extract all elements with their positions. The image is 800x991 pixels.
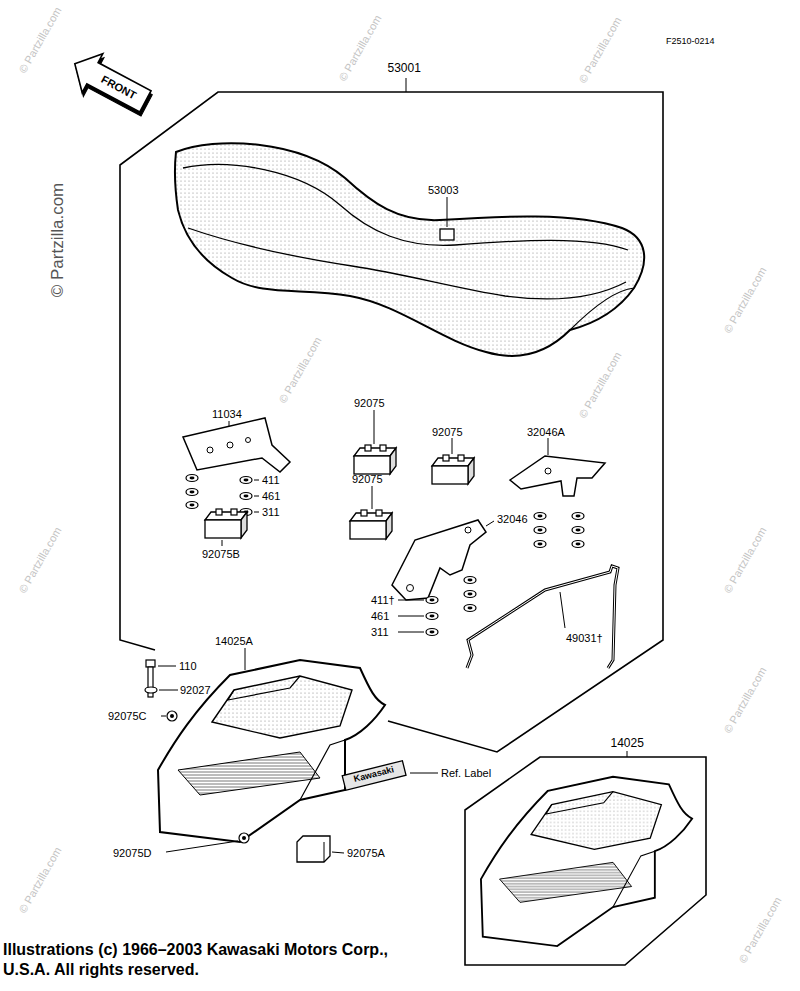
- part-number: 92027: [180, 684, 211, 696]
- watermark: © Partzilla.com: [736, 895, 784, 965]
- part-number: 92075C: [108, 710, 147, 722]
- part-number: 411: [262, 474, 280, 486]
- part-number: 32046A: [527, 426, 565, 438]
- part-number: 110: [179, 660, 197, 672]
- watermark: © Partzilla.com: [336, 13, 384, 83]
- node-outline: [460, 734, 710, 970]
- watermark: © Partzilla.com: [721, 525, 769, 595]
- part-number: 311: [371, 626, 389, 638]
- drawing-code: F2510-0214: [666, 37, 715, 47]
- part-number: 53001: [388, 62, 421, 75]
- assembly-frame: 14025: [460, 734, 710, 970]
- part-number: 32046: [497, 513, 528, 525]
- part-number: 49031†: [566, 632, 603, 644]
- front-arrow: FRONT: [63, 42, 159, 125]
- watermark: © Partzilla.com: [49, 183, 68, 298]
- part-number: 53003: [428, 184, 459, 196]
- part-number: 92075: [352, 473, 383, 485]
- part-number: 11034: [212, 408, 242, 420]
- watermark: © Partzilla.com: [721, 265, 769, 335]
- outline: [120, 92, 663, 752]
- watermark: © Partzilla.com: [276, 335, 324, 405]
- part-number: 14025A: [215, 635, 253, 647]
- watermark: © Partzilla.com: [576, 15, 624, 85]
- part-number: 92075A: [347, 847, 385, 859]
- outline: [465, 757, 706, 965]
- part-number: 311: [262, 506, 280, 518]
- part-number: 92075D: [113, 847, 152, 859]
- watermark: © Partzilla.com: [16, 525, 64, 595]
- watermark: © Partzilla.com: [721, 665, 769, 735]
- part-number: 461: [262, 490, 280, 502]
- callout-note: Ref. Label: [441, 767, 491, 779]
- part-number: 92075: [432, 426, 463, 438]
- watermark: © Partzilla.com: [16, 845, 64, 915]
- part-number: 14025: [611, 737, 644, 750]
- outline: [64, 44, 155, 120]
- watermark: © Partzilla.com: [16, 5, 64, 75]
- brand-emblem: Kawasaki: [353, 765, 395, 785]
- copyright-caption: Illustrations (c) 1966–2003 Kawasaki Mot…: [3, 940, 403, 980]
- part-number: 92075B: [202, 548, 240, 560]
- part-number: 92075: [354, 397, 385, 409]
- part-number: 411†: [371, 594, 395, 606]
- watermark: © Partzilla.com: [576, 350, 624, 420]
- part-number: 461: [371, 610, 389, 622]
